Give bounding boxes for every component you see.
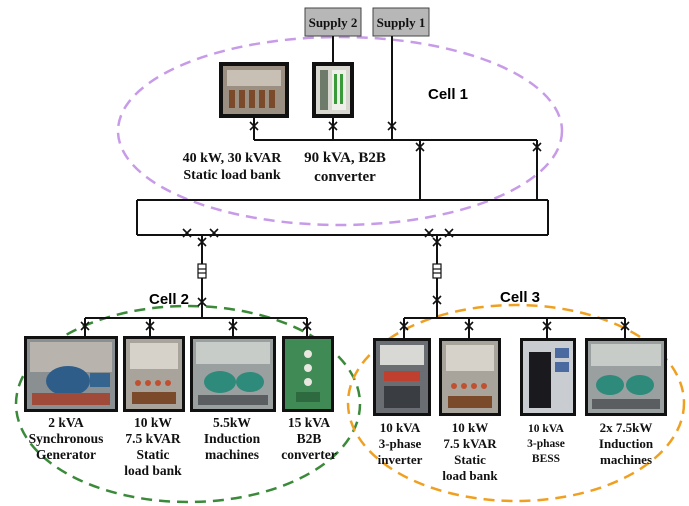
breaker-icon: [197, 297, 207, 307]
label-line: Induction: [204, 431, 261, 446]
label-line: 10 kW: [134, 415, 172, 430]
transformer-icon: [432, 263, 442, 279]
label-line: Induction: [599, 436, 654, 451]
label-line: 2 kVA: [48, 415, 84, 430]
bess-photo: [520, 338, 576, 416]
cell2-boundary: [14, 304, 362, 504]
label-line: 10 kVA: [380, 420, 421, 435]
breaker-icon: [542, 321, 552, 331]
static-load-bank-10kw-cell2-photo: [123, 336, 185, 412]
static-load-bank-10kw-cell3-photo: [439, 338, 501, 416]
cell3-label: Cell 3: [500, 289, 540, 306]
label-line: Static load bank: [183, 168, 280, 183]
breakers: [80, 121, 630, 331]
label-line: 5.5kW: [213, 415, 251, 430]
cell1-load-bank-label: 40 kW, 30 kVAR Static load bank: [183, 151, 283, 183]
label-line: load bank: [442, 468, 498, 483]
supply2-box: Supply 2: [304, 7, 362, 37]
breaker-icon: [387, 121, 397, 131]
three-phase-inverter-photo: [373, 338, 431, 416]
label-line: machines: [205, 447, 259, 462]
breaker-icon: [532, 142, 542, 152]
label-line: 40 kW, 30 kVAR: [183, 151, 283, 166]
breaker-icon: [249, 121, 259, 131]
label-line: 7.5 kVAR: [125, 431, 181, 446]
label-line: converter: [314, 169, 376, 185]
label-line: inverter: [378, 452, 423, 467]
supply2-label: Supply 2: [309, 15, 358, 30]
b2b-converter-90kva-photo: [312, 62, 354, 118]
breaker-icon: [328, 121, 338, 131]
label-line: converter: [281, 447, 336, 462]
supply1-box: Supply 1: [372, 7, 430, 37]
induction-machines-5-5kw-photo: [190, 336, 276, 412]
label-line: machines: [600, 452, 652, 467]
label-line: load bank: [124, 463, 182, 478]
label-line: 3-phase: [527, 438, 565, 450]
label-line: 10 kW: [452, 420, 488, 435]
breaker-icon: [197, 237, 207, 247]
label-line: BESS: [532, 453, 560, 465]
breaker-icon: [182, 228, 192, 238]
label-line: 90 kVA, B2B: [304, 150, 386, 166]
label-line: Static: [454, 452, 486, 467]
cell3-boundary: [346, 303, 686, 503]
breaker-icon: [302, 321, 312, 331]
cell1-label: Cell 1: [428, 86, 468, 103]
transformer-icon: [197, 263, 207, 279]
supply1-label: Supply 1: [377, 15, 426, 30]
label-line: 10 kVA: [528, 423, 565, 435]
breaker-icon: [620, 321, 630, 331]
label-line: B2B: [297, 431, 322, 446]
b2b-converter-15kva-photo: [282, 336, 334, 412]
label-line: Synchronous: [29, 431, 104, 446]
cell1-b2b-converter-label: 90 kVA, B2B converter: [304, 150, 386, 185]
cell1-boundary: [116, 35, 564, 227]
breaker-icon: [464, 321, 474, 331]
label-line: 3-phase: [379, 436, 422, 451]
breaker-icon: [432, 237, 442, 247]
breaker-icon: [80, 321, 90, 331]
breaker-icon: [415, 142, 425, 152]
label-line: Generator: [36, 447, 96, 462]
breaker-icon: [145, 321, 155, 331]
cell2-label: Cell 2: [149, 291, 189, 308]
induction-machines-2x7-5kw-photo: [585, 338, 667, 416]
label-line: 15 kVA: [288, 415, 330, 430]
breaker-icon: [399, 321, 409, 331]
label-line: 7.5 kVAR: [443, 436, 497, 451]
breaker-icon: [444, 228, 454, 238]
label-line: 2x 7.5kW: [600, 420, 653, 435]
breaker-icon: [432, 295, 442, 305]
label-line: Static: [137, 447, 170, 462]
breaker-icon: [228, 321, 238, 331]
static-load-bank-40kw-photo: [219, 62, 289, 118]
synchronous-generator-photo: [24, 336, 118, 412]
breaker-icon: [209, 228, 219, 238]
breaker-icon: [424, 228, 434, 238]
